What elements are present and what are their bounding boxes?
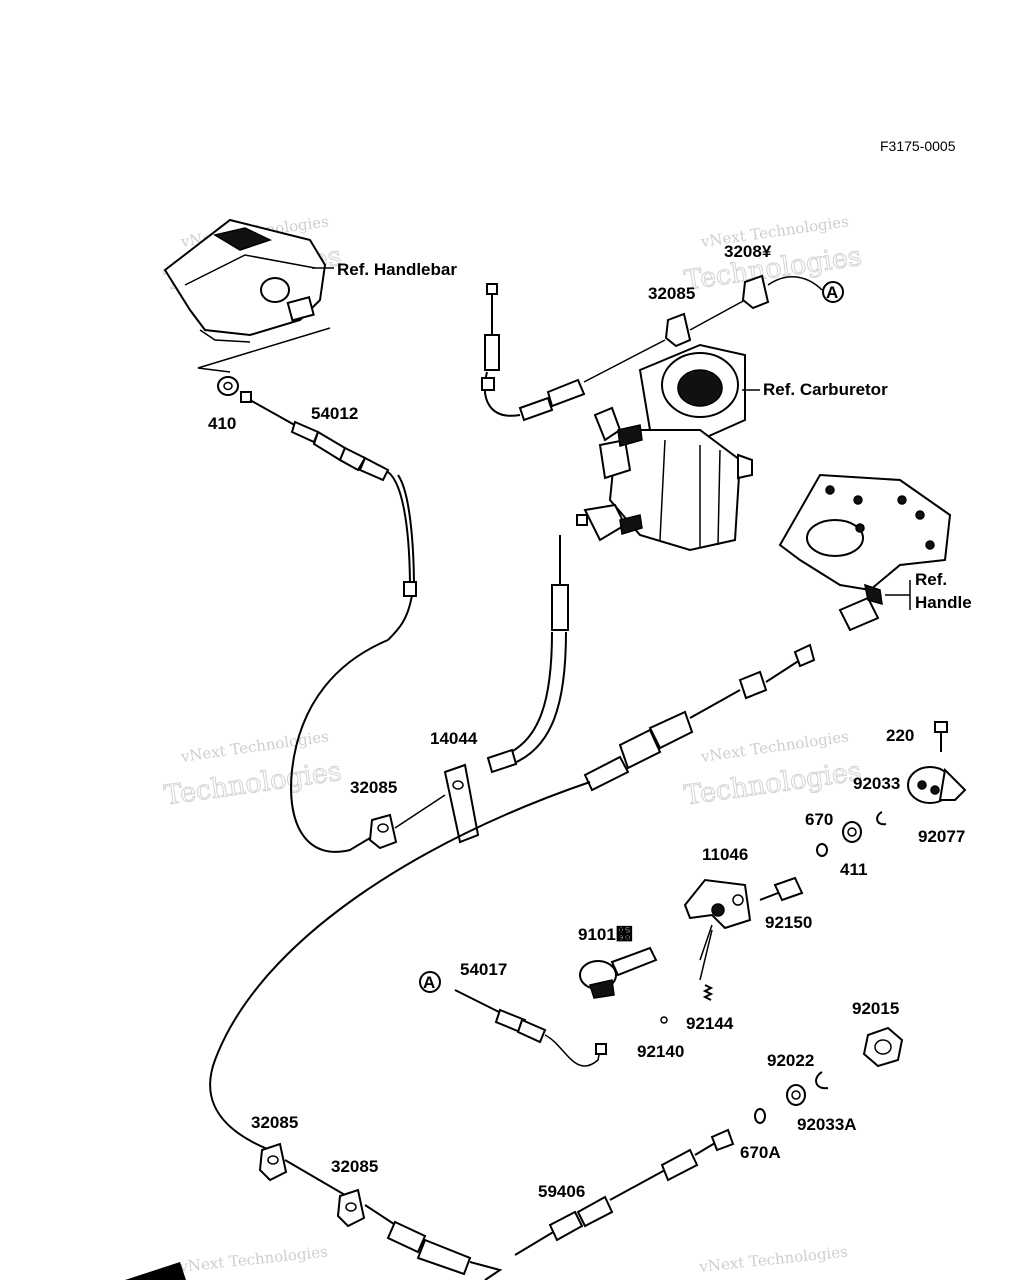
- watermark-text: vNext Technologies: [698, 1243, 849, 1277]
- part-92033A-label: 92033A: [797, 1115, 857, 1134]
- svg-text:A: A: [826, 283, 838, 302]
- ref-carburetor-label: Ref. Carburetor: [763, 380, 888, 399]
- spring-92144-drawing: [699, 929, 714, 1001]
- part-410-label: 410: [208, 414, 236, 433]
- part-92033-label: 92033: [853, 774, 900, 793]
- watermark-text: vNext Technologies: [178, 1243, 329, 1277]
- part-92140-label: 92140: [637, 1042, 684, 1061]
- part-92022-label: 92022: [767, 1051, 814, 1070]
- part-411-label: 411: [840, 860, 867, 879]
- washer-410-drawing: [217, 376, 239, 396]
- part-32085-label: 3208¥: [724, 242, 772, 261]
- part-670-label: 670: [805, 810, 833, 829]
- part-59101-label: ֐9101: [578, 925, 633, 944]
- choke-cable-upper-drawing: [481, 283, 746, 422]
- cable-54017-drawing: A: [419, 971, 607, 1067]
- figure-code: F3175-0005: [880, 138, 956, 154]
- part-14044-label: 14044: [430, 729, 478, 748]
- clamp-32085-drawing: [368, 813, 398, 850]
- bolt-220-drawing: [934, 721, 948, 752]
- bolt-92150-drawing: [759, 876, 804, 902]
- clamp-32085-drawing: [664, 312, 692, 348]
- bracket-92077-drawing: [907, 766, 967, 804]
- part-32085-label: 32085: [648, 284, 695, 303]
- switch-59101-drawing: [579, 946, 658, 999]
- nut-92015-drawing: [862, 1026, 904, 1068]
- clamp-32085-drawing: [741, 274, 770, 310]
- part-11046-label: 11046: [702, 845, 748, 864]
- pin-92140-drawing: [660, 1016, 668, 1024]
- part-92150-label: 92150: [765, 913, 812, 932]
- cable-59406-drawing: [514, 1128, 735, 1256]
- ref-handle-label-line1: Ref.: [915, 570, 947, 589]
- part-220-label: 220: [886, 726, 914, 745]
- lever-11046-drawing: [683, 878, 752, 961]
- throttle-housing-drawing: [163, 218, 331, 373]
- part-59406-label: 59406: [538, 1182, 585, 1201]
- clamp-32085-drawing: [258, 1142, 288, 1182]
- part-92144-label: 92144: [686, 1014, 734, 1033]
- carburetor-drawing: [583, 343, 753, 552]
- clamp-32085-drawing: [336, 1188, 366, 1228]
- part-32085-label: 32085: [331, 1157, 378, 1176]
- connector-a-marker: A: [822, 281, 844, 303]
- washer-92022-drawing: [786, 1084, 806, 1106]
- throttle-cable-54012-drawing: [240, 391, 417, 853]
- part-92015-label: 92015: [852, 999, 899, 1018]
- part-32085-label: 32085: [350, 778, 397, 797]
- circlip-92033-drawing: [876, 811, 887, 826]
- part-92077-label: 92077: [918, 827, 965, 846]
- handle-mount-plate-drawing: [778, 473, 952, 632]
- washer-670-drawing: [816, 843, 828, 857]
- corner-mark-drawing: [125, 1262, 186, 1280]
- part-54017-label: 54017: [460, 960, 507, 979]
- circlip-92033A-drawing: [815, 1071, 829, 1090]
- washer-411-drawing: [842, 821, 862, 843]
- part-32085-label: 32085: [251, 1113, 298, 1132]
- cable-long-upper-drawing: [583, 643, 816, 792]
- washer-670A-drawing: [754, 1108, 766, 1124]
- part-670A-label: 670A: [740, 1143, 781, 1162]
- bracket-14044-drawing: [443, 763, 480, 844]
- cable-long-lower-drawing: [209, 781, 591, 1280]
- ref-handlebar-label: Ref. Handlebar: [337, 260, 457, 279]
- choke-cable-14044-drawing: [486, 514, 588, 774]
- part-54012-label: 54012: [311, 404, 358, 423]
- svg-text:A: A: [423, 973, 435, 992]
- ref-handle-label-line2: Handle: [915, 593, 972, 612]
